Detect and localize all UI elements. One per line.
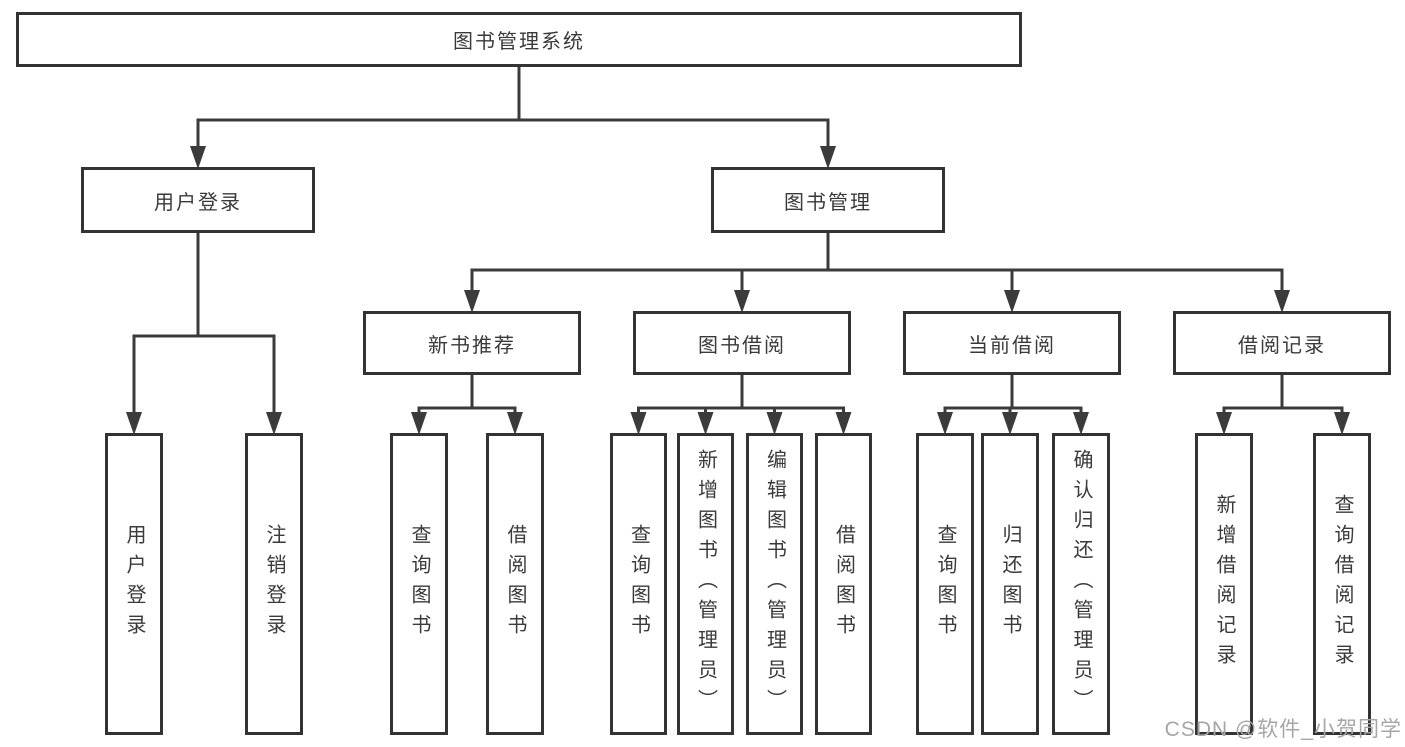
node-label: 查询借阅记录 <box>1331 494 1353 674</box>
node-l3-book-borrow: 图书借阅 <box>633 311 851 375</box>
node-label: 图书借阅 <box>698 334 786 357</box>
node-l4-br-query: 查询借阅记录 <box>1313 433 1371 735</box>
node-l4-nb-borrow: 借阅图书 <box>486 433 544 735</box>
node-label: 确认归还（管理员） <box>1070 449 1092 719</box>
node-label: 查询图书 <box>934 524 956 644</box>
node-label: 查询图书 <box>408 524 430 644</box>
node-label: 图书管理 <box>784 191 872 214</box>
node-l3-new-books: 新书推荐 <box>363 311 581 375</box>
node-l2-book-mgmt: 图书管理 <box>711 167 945 233</box>
node-label: 编辑图书（管理员） <box>763 449 786 719</box>
node-l4-bb-query: 查询图书 <box>610 433 667 735</box>
node-label: 用户登录 <box>154 191 242 214</box>
node-label: 借阅图书 <box>504 524 526 644</box>
node-l4-br-add: 新增借阅记录 <box>1195 433 1253 735</box>
node-label: 用户登录 <box>123 524 145 644</box>
node-l4-bb-borrow: 借阅图书 <box>815 433 872 735</box>
node-label: 借阅图书 <box>832 524 855 644</box>
node-label: 当前借阅 <box>968 334 1056 357</box>
node-label: 图书管理系统 <box>453 31 585 53</box>
node-l4-nb-query: 查询图书 <box>390 433 448 735</box>
node-label: 借阅记录 <box>1238 334 1326 357</box>
node-l4-user-login: 用户登录 <box>105 433 163 735</box>
node-l4-cb-return: 归还图书 <box>981 433 1039 735</box>
node-l2-user-login: 用户登录 <box>81 167 315 233</box>
node-label: 新书推荐 <box>428 334 516 357</box>
node-root: 图书管理系统 <box>16 12 1022 67</box>
watermark: CSDN @软件_小贺同学 <box>1164 718 1402 741</box>
node-label: 查询图书 <box>627 524 650 644</box>
node-label: 新增借阅记录 <box>1213 494 1235 674</box>
node-l3-current-borrow: 当前借阅 <box>903 311 1121 375</box>
node-l4-bb-edit: 编辑图书（管理员） <box>746 433 803 735</box>
node-l4-bb-add: 新增图书（管理员） <box>677 433 734 735</box>
node-label: 注销登录 <box>263 524 285 644</box>
node-l4-cb-query: 查询图书 <box>916 433 974 735</box>
node-label: 归还图书 <box>999 524 1021 644</box>
node-l4-logout: 注销登录 <box>245 433 303 735</box>
node-label: 新增图书（管理员） <box>694 449 717 719</box>
node-l3-borrow-records: 借阅记录 <box>1173 311 1391 375</box>
node-l4-cb-confirm: 确认归还（管理员） <box>1052 433 1110 735</box>
